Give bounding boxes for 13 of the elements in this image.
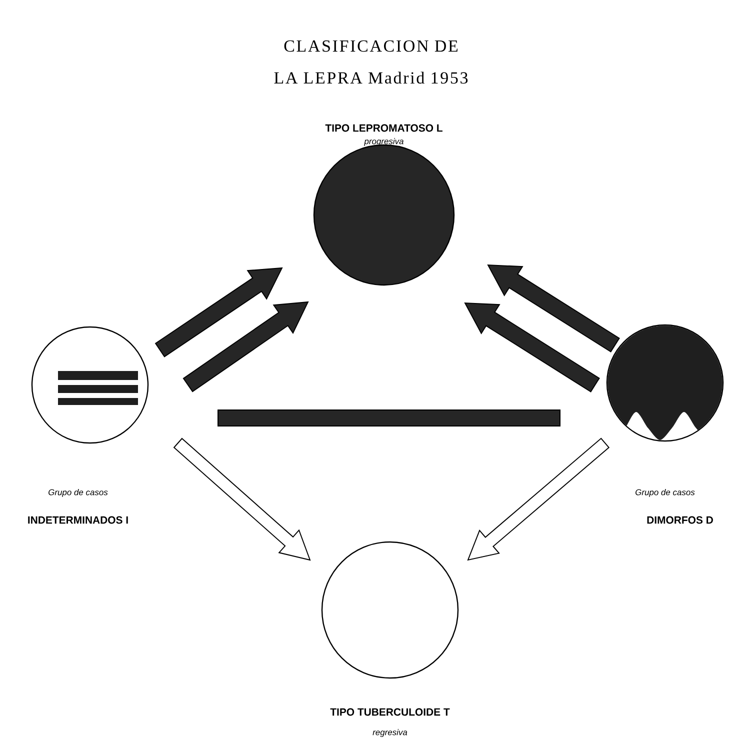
heading-text: TIPO LEPROMATOSO L — [325, 124, 442, 132]
italic-caption: Grupo de casos — [48, 489, 108, 497]
heading-text: TIPO TUBERCULOIDE T — [330, 708, 450, 716]
italic-caption: Grupo de casos — [636, 489, 695, 497]
heading-text: INDETERMINADOS I — [28, 516, 128, 524]
italic-caption: progresiva — [364, 138, 404, 146]
title: CLASIFICACION DE LA LEPRA Madrid 1953 — [274, 40, 468, 84]
arrow — [464, 302, 600, 392]
heading-text: DIMORFOS D — [647, 516, 713, 524]
arrow — [182, 301, 309, 392]
bar — [218, 410, 560, 426]
arrow — [487, 264, 620, 352]
italic-caption: regresiva — [372, 729, 408, 737]
